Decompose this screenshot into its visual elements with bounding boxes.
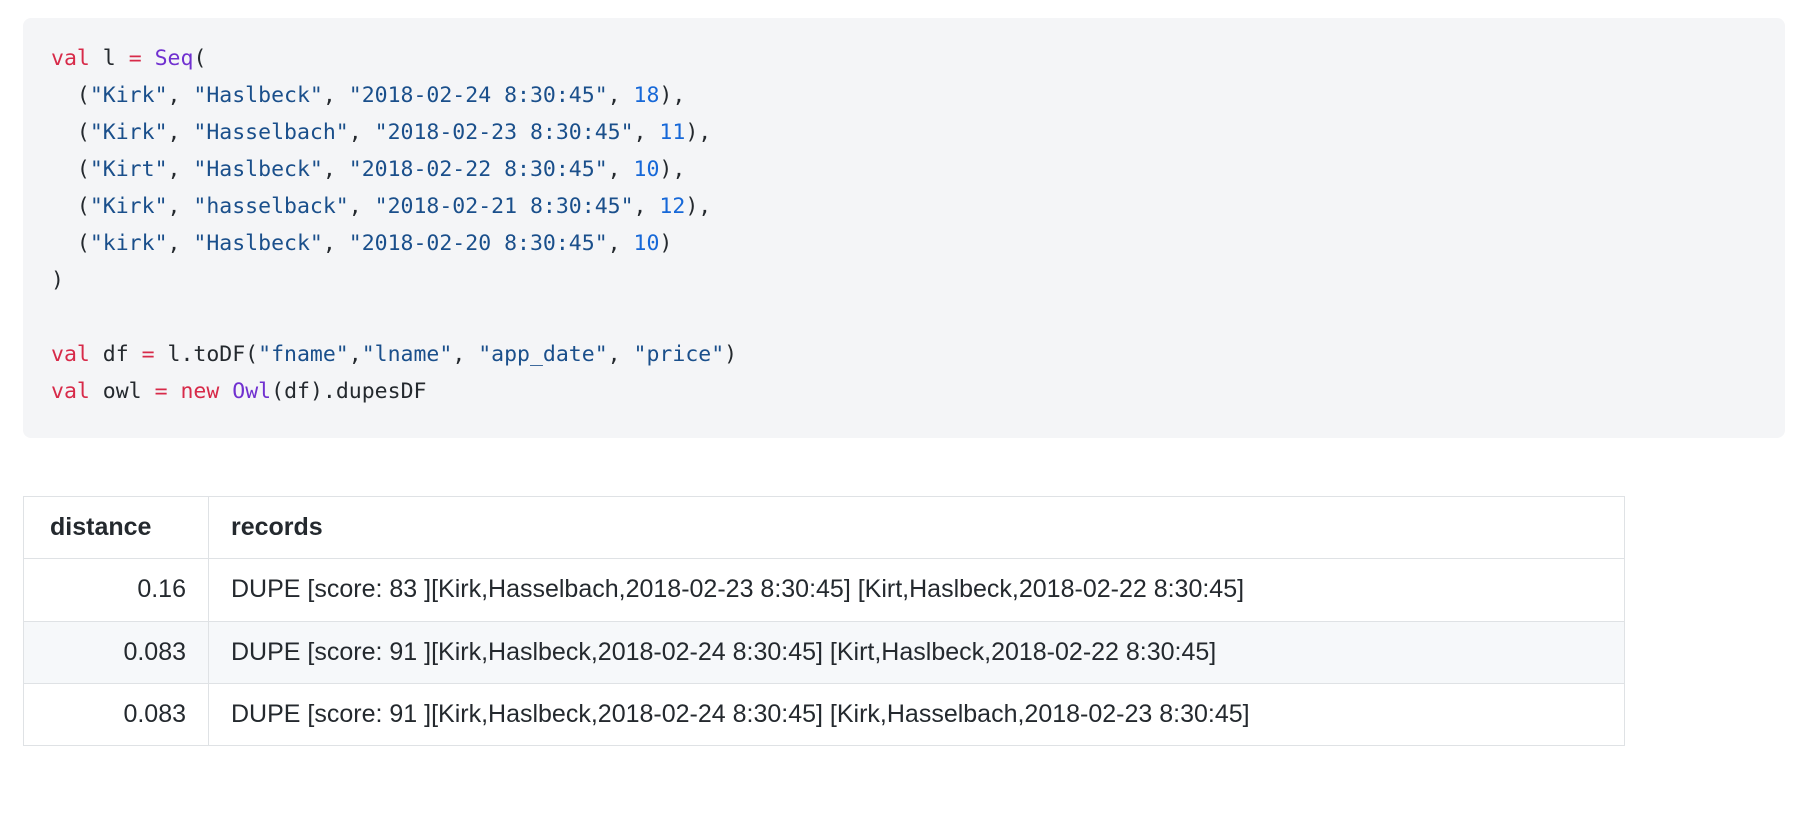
code-token: "Hasselbach"	[193, 120, 349, 145]
code-token	[219, 379, 232, 404]
cell-distance: 0.083	[23, 682, 209, 747]
code-token: "Haslbeck"	[193, 157, 323, 182]
code-token: val	[51, 342, 90, 367]
code-token: ),	[659, 83, 686, 108]
code-token: "Kirk"	[89, 83, 168, 108]
code-token: ,	[167, 194, 194, 219]
code-token: "lname"	[361, 342, 453, 367]
code-token: val	[51, 46, 90, 71]
code-token: ),	[659, 157, 686, 182]
code-token: "2018-02-21 8:30:45"	[374, 194, 634, 219]
code-token: "Haslbeck"	[193, 83, 323, 108]
code-token: "Kirk"	[89, 194, 168, 219]
code-content[interactable]: val l = Seq( ("Kirk", "Haslbeck", "2018-…	[23, 40, 1785, 410]
code-token: "app_date"	[478, 342, 608, 367]
code-token: )	[51, 268, 64, 293]
code-token: (	[51, 83, 90, 108]
code-token: "2018-02-22 8:30:45"	[348, 157, 608, 182]
code-token: ,	[607, 231, 634, 256]
code-token: ,	[607, 83, 634, 108]
code-token: (	[51, 231, 90, 256]
code-token: ,	[167, 157, 194, 182]
code-token: 18	[633, 83, 660, 108]
code-token: ,	[607, 342, 634, 367]
code-token	[142, 46, 155, 71]
code-token: val	[51, 379, 90, 404]
column-header-distance: distance	[23, 495, 209, 560]
code-token: (df).dupesDF	[271, 379, 427, 404]
code-token: "Kirt"	[89, 157, 168, 182]
code-token: new	[180, 379, 220, 404]
code-token: )	[659, 231, 673, 256]
code-token: ,	[348, 120, 375, 145]
code-token: 10	[633, 157, 660, 182]
cell-records: DUPE [score: 83 ][Kirk,Hasselbach,2018-0…	[208, 558, 1625, 622]
results-table-head: distance records	[23, 495, 1625, 560]
code-token: (	[51, 120, 90, 145]
code-token: "price"	[633, 342, 725, 367]
code-token: "kirk"	[89, 231, 168, 256]
code-token: "Kirk"	[89, 120, 168, 145]
code-token: "fname"	[258, 342, 349, 367]
code-token: )	[724, 342, 738, 367]
cell-records: DUPE [score: 91 ][Kirk,Haslbeck,2018-02-…	[208, 682, 1625, 747]
code-token: ,	[633, 194, 660, 219]
code-token: Owl	[232, 379, 272, 404]
code-token: ),	[685, 120, 712, 145]
code-token: (	[51, 194, 90, 219]
column-header-records: records	[208, 495, 1625, 560]
code-token: ,	[452, 342, 479, 367]
cell-distance: 0.083	[23, 620, 209, 684]
table-header-row: distance records	[23, 495, 1625, 560]
code-token: ,	[167, 120, 194, 145]
code-token: ,	[348, 194, 375, 219]
code-token: ,	[322, 231, 349, 256]
code-token: l	[89, 46, 129, 71]
code-token: 11	[659, 120, 686, 145]
code-token: "2018-02-24 8:30:45"	[348, 83, 608, 108]
code-token: ,	[322, 157, 349, 182]
code-token: l.toDF(	[154, 342, 259, 367]
code-token: (	[193, 46, 207, 71]
code-token: ,	[167, 83, 194, 108]
code-token: ,	[348, 342, 362, 367]
code-token: "2018-02-23 8:30:45"	[374, 120, 634, 145]
code-token: "Haslbeck"	[193, 231, 323, 256]
code-token: 12	[659, 194, 686, 219]
cell-distance: 0.16	[23, 558, 209, 622]
code-token: 10	[633, 231, 660, 256]
code-token: df	[89, 342, 142, 367]
code-token: ,	[167, 231, 194, 256]
code-token: ,	[322, 83, 349, 108]
code-token: (	[51, 157, 90, 182]
code-block: val l = Seq( ("Kirk", "Haslbeck", "2018-…	[23, 18, 1785, 438]
code-token	[168, 379, 181, 404]
code-token: ,	[633, 120, 660, 145]
code-token: =	[154, 379, 168, 404]
code-token: =	[128, 46, 142, 71]
code-token: owl	[89, 379, 155, 404]
code-token: ,	[607, 157, 634, 182]
code-token: =	[141, 342, 155, 367]
code-token: Seq	[154, 46, 194, 71]
code-token: ),	[685, 194, 712, 219]
cell-records: DUPE [score: 91 ][Kirk,Haslbeck,2018-02-…	[208, 620, 1625, 684]
code-token: "2018-02-20 8:30:45"	[348, 231, 608, 256]
code-token: "hasselback"	[193, 194, 349, 219]
